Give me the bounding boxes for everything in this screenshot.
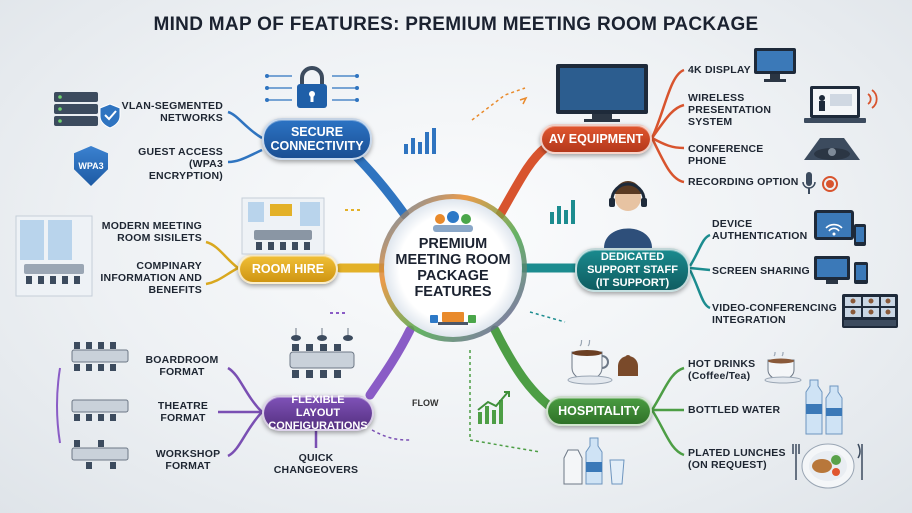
hot-drink-icon [764, 352, 802, 384]
record-icon [802, 172, 838, 194]
leaf-guest-access: GUEST ACCESS (WPA3 ENCRYPTION) [138, 146, 223, 182]
leaf-quick-changeovers: QUICK CHANGEOVERS [273, 452, 359, 476]
lock-icon [265, 66, 359, 108]
leaf-wireless-presentation: WIRELESS PRESENTATION SYSTEM [688, 92, 772, 128]
drinks-icon [563, 437, 625, 485]
leaf-workshop-format: WORKSHOP FORMAT [155, 448, 221, 472]
leaf-recording-option: RECORDING OPTION [688, 176, 799, 188]
support-technician-icon [604, 181, 652, 248]
flow-label: FLOW [412, 398, 439, 408]
leaf-modern-rooms: MODERN MEETING ROOM SISILETS [101, 220, 202, 244]
leaf-plated-lunches: PLATED LUNCHES (ON REQUEST) [688, 447, 786, 471]
laptop-icon [430, 312, 476, 325]
layout-tables-illustration [56, 342, 129, 469]
screen-share-icon [814, 256, 868, 284]
leaf-theatre-format: THEATRE FORMAT [157, 400, 209, 424]
leaf-conference-phone: CONFERENCE PHONE [688, 143, 764, 167]
leaf-company-info: COMPINARY INFORMATION AND BENEFITS [100, 260, 202, 296]
meeting-room-illustration [15, 215, 93, 297]
coffee-cup-icon [567, 340, 638, 385]
growth-chart-icon [477, 391, 510, 424]
video-call-icon [842, 294, 898, 328]
server-icon [54, 92, 121, 129]
presentation-laptop-icon [804, 86, 878, 123]
leaf-bottled-water: BOTTLED WATER [688, 404, 781, 416]
leaf-hot-drinks: HOT DRINKS (Coffee/Tea) [688, 358, 756, 382]
water-bottles-icon [805, 379, 843, 435]
branch-line-secure [345, 145, 410, 220]
center-node-label: PREMIUM MEETING ROOM PACKAGE FEATURES [395, 236, 511, 300]
plated-lunch-icon [792, 443, 863, 489]
branch-support-staff[interactable]: DEDICATED SUPPORT STAFF (IT SUPPORT) [575, 248, 690, 292]
page-title: MIND MAP OF FEATURES: PREMIUM MEETING RO… [153, 14, 759, 35]
branch-line-hospitality [490, 325, 553, 410]
leaf-device-authentication: DEVICE AUTHENTICATION [712, 218, 808, 242]
branch-room-hire[interactable]: ROOM HIRE [238, 254, 338, 284]
branch-hospitality[interactable]: HOSPITALITY [546, 396, 652, 426]
tv-display-icon [556, 64, 648, 122]
branch-secure-connectivity[interactable]: SECURE CONNECTIVITY [262, 118, 372, 160]
tablet-wifi-icon [814, 210, 866, 246]
conference-phone-icon [804, 138, 860, 160]
branch-av-equipment[interactable]: AV EQUIPMENT [540, 124, 652, 154]
monitor-icon [754, 48, 796, 82]
conference-table-illustration [289, 328, 355, 378]
branch-line-flexible [365, 325, 415, 400]
leaf-4k-display: 4K DISPLAY [688, 64, 751, 76]
chart-icon-support [550, 200, 575, 224]
leaf-boardroom-format: BOARDROOM FORMAT [145, 354, 219, 378]
boardroom-illustration [241, 197, 325, 255]
branch-line-av [495, 143, 550, 220]
bar-chart-icon [404, 128, 436, 154]
team-icon [433, 211, 473, 232]
leaf-video-conferencing: VIDEO-CONFERENCING INTEGRATION [712, 302, 837, 326]
leaf-vlan-networks: VLAN-SEGMENTED NETWORKS [121, 100, 223, 124]
leaf-screen-sharing: SCREEN SHARING [712, 265, 810, 277]
branch-flexible-layout[interactable]: FLEXIBLE LAYOUT CONFIGURATIONS [262, 394, 374, 432]
